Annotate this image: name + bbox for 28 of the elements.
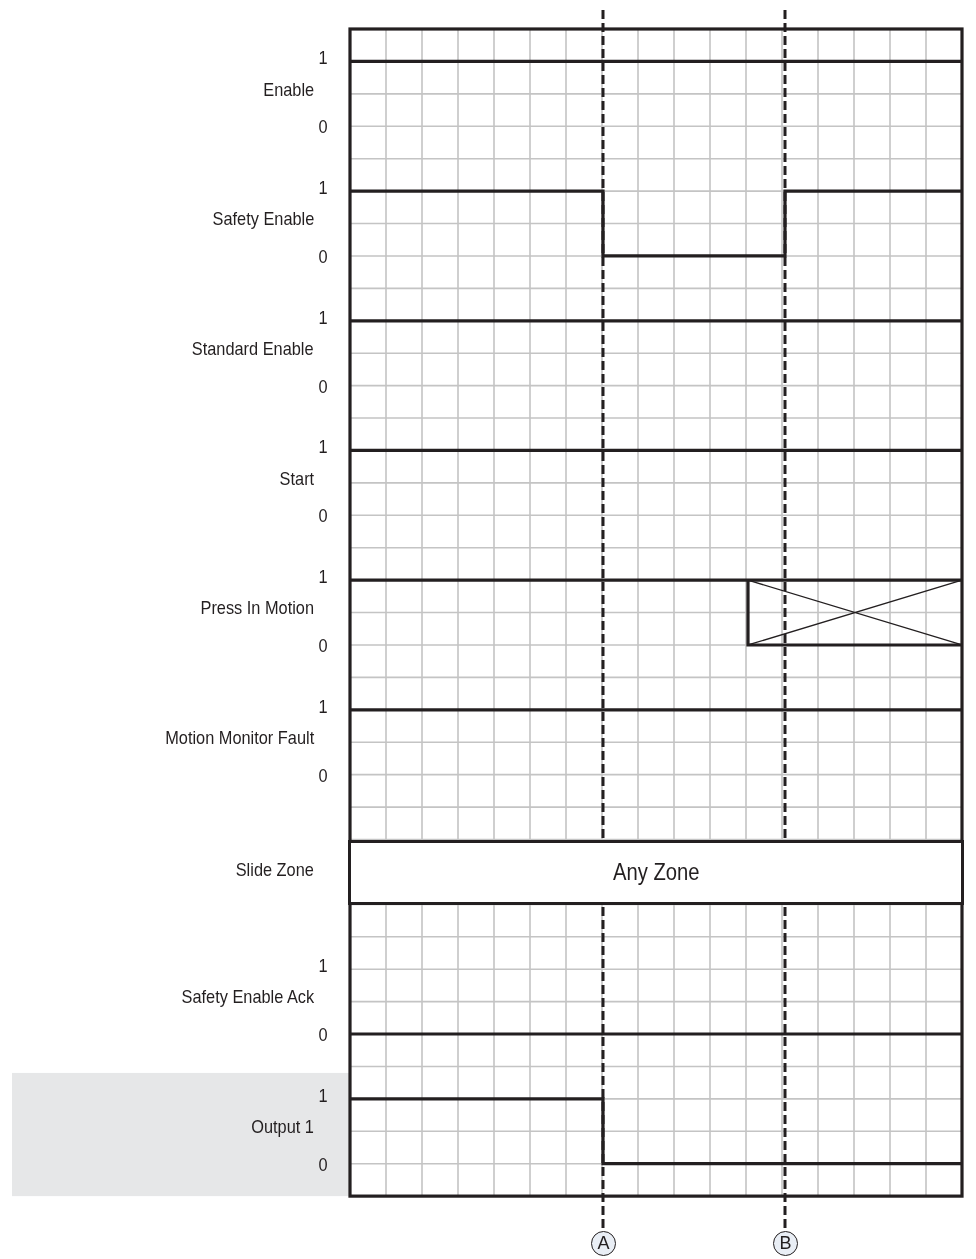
level-label: 1	[318, 955, 328, 975]
level-label: 1	[318, 436, 328, 456]
level-label: 0	[318, 376, 328, 396]
level-label: 0	[318, 1024, 328, 1044]
signal-name: Motion Monitor Fault	[165, 727, 314, 747]
signal-name: Slide Zone	[235, 859, 314, 879]
level-label: 1	[318, 566, 328, 586]
level-label: 1	[318, 47, 328, 67]
level-label: 0	[318, 505, 328, 525]
marker-circle: A	[591, 1231, 616, 1256]
signal-name: Press In Motion	[200, 597, 314, 617]
level-label: 0	[318, 765, 328, 785]
signal-name: Enable	[263, 79, 314, 99]
level-label: 1	[318, 1085, 328, 1105]
level-label: 1	[318, 696, 328, 716]
level-label: 1	[318, 177, 328, 197]
signal-name: Safety Enable Ack	[181, 986, 314, 1006]
signal-name: Start	[279, 468, 314, 488]
signal-name: Safety Enable	[212, 208, 314, 228]
level-label: 0	[318, 246, 328, 266]
level-label: 0	[318, 116, 328, 136]
level-label: 1	[318, 307, 328, 327]
signal-name: Output 1	[251, 1116, 314, 1136]
level-label: 0	[318, 1154, 328, 1174]
marker-circle: B	[773, 1231, 798, 1256]
signal-name: Standard Enable	[192, 338, 314, 358]
zone-band: Any Zone	[348, 839, 964, 906]
level-label: 0	[318, 635, 328, 655]
